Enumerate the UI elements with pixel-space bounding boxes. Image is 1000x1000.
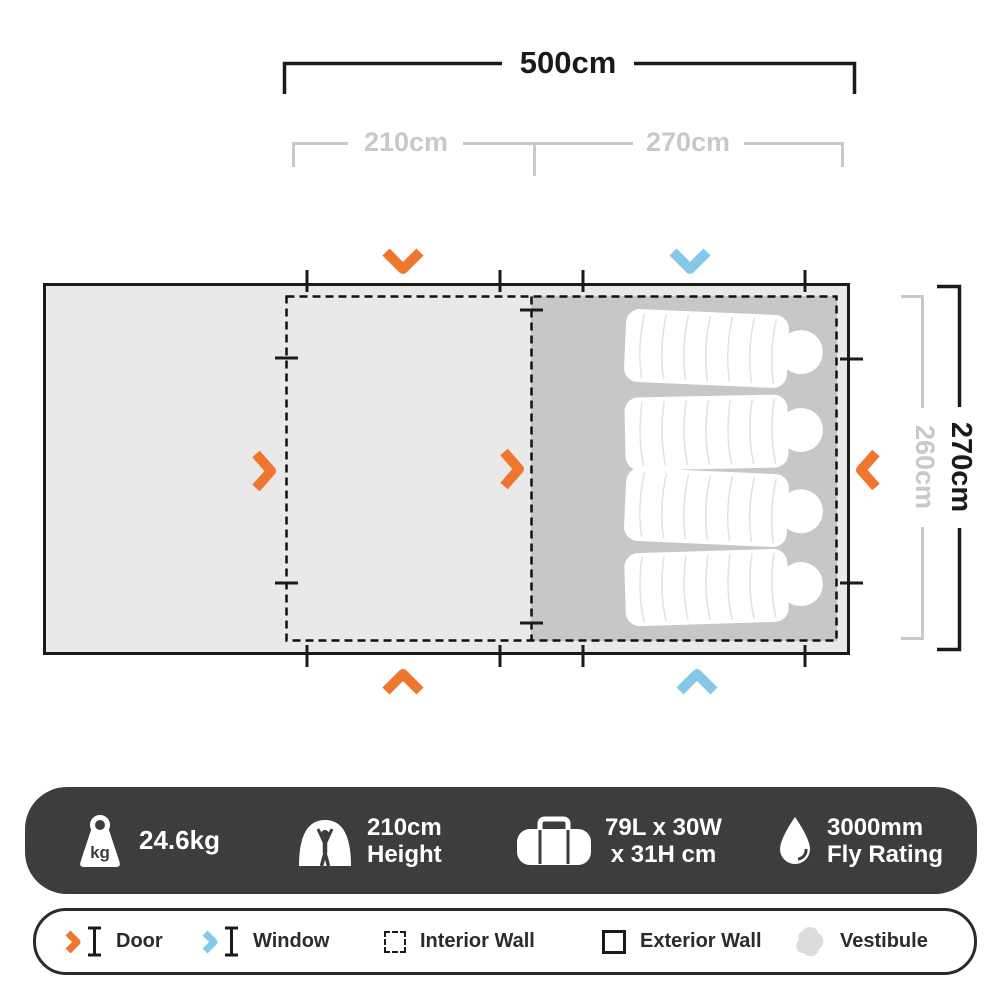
legend-vestibule: Vestibule — [792, 911, 928, 972]
legend-window: Window — [201, 911, 329, 972]
spec-height: 210cm Height — [297, 787, 442, 894]
inner-depth-label: 260cm — [910, 424, 940, 510]
legend-exterior-wall: Exterior Wall — [602, 911, 762, 972]
legend-vestibule-label: Vestibule — [840, 930, 928, 952]
outer-depth-label: 270cm — [945, 421, 977, 513]
legend-door: Door — [64, 911, 163, 972]
window-arrow-top-icon — [669, 248, 711, 274]
height-value: 210cm — [367, 813, 442, 841]
door-arrow-interior-2-icon — [500, 448, 524, 490]
packed-size-text: 79L x 30W x 31H cm — [605, 814, 722, 868]
spec-weight: kg 24.6kg — [75, 787, 220, 894]
height-text: 210cm Height — [367, 814, 442, 868]
door-arrow-icon — [65, 930, 81, 953]
fly-rating-text: 3000mm Fly Rating — [827, 814, 943, 868]
wall-edge-icon — [88, 926, 101, 957]
door-arrow-interior-1-icon — [252, 450, 276, 492]
legend-door-label: Door — [116, 930, 163, 952]
legend-interior-wall: Interior Wall — [384, 911, 535, 972]
packed-size-line2: x 31H cm — [610, 840, 717, 868]
weight-value: 24.6kg — [139, 825, 220, 855]
section-width-bracket — [292, 142, 844, 176]
sleeping-bags — [624, 309, 823, 627]
window-arrow-bottom-icon — [676, 669, 718, 695]
interior-wall-outline — [285, 295, 838, 642]
weight-unit-badge: kg — [90, 843, 110, 862]
sleeping-bag — [624, 548, 823, 627]
weight-icon: kg — [80, 814, 120, 867]
right-section-label: 270cm — [645, 127, 731, 157]
fly-rating-label: Fly Rating — [827, 840, 944, 868]
door-arrow-right-icon — [856, 449, 880, 491]
sleeping-bag — [624, 467, 823, 548]
vestibule-icon — [796, 926, 824, 956]
water-drop-icon — [780, 816, 810, 864]
spec-bar: kg 24.6kg 210cm Height — [25, 787, 977, 894]
legend-exterior-wall-label: Exterior Wall — [640, 930, 762, 952]
wall-edge-icon — [225, 926, 238, 957]
door-arrow-top-icon — [382, 248, 424, 274]
interior-wall-icon — [384, 930, 406, 953]
legend-window-label: Window — [253, 930, 330, 952]
tent-height-icon — [299, 819, 351, 866]
packed-size-line1: 79L x 30W — [605, 813, 722, 841]
spec-packed-size: 79L x 30W x 31H cm — [515, 787, 722, 894]
inner-depth-bracket — [901, 295, 924, 640]
left-section-label: 210cm — [363, 127, 449, 157]
window-arrow-icon — [202, 930, 218, 953]
sleeping-bag — [624, 309, 823, 388]
legend-interior-wall-label: Interior Wall — [420, 930, 535, 952]
sleeping-bag — [624, 394, 823, 471]
floorplan-diagram — [43, 61, 962, 695]
total-width-label: 500cm — [519, 45, 617, 80]
spec-fly-rating: 3000mm Fly Rating — [777, 787, 943, 894]
fly-rating-value: 3000mm — [827, 813, 924, 841]
total-width-bracket — [282, 61, 857, 94]
legend-bar: Door Window Interior Wall Exterior Wall — [33, 908, 977, 975]
height-label: Height — [367, 840, 442, 868]
exterior-wall-icon — [602, 929, 626, 954]
duffel-bag-icon — [517, 816, 591, 865]
tick-marks — [275, 270, 863, 667]
door-arrow-bottom-icon — [382, 669, 424, 695]
outer-depth-bracket — [937, 284, 962, 652]
